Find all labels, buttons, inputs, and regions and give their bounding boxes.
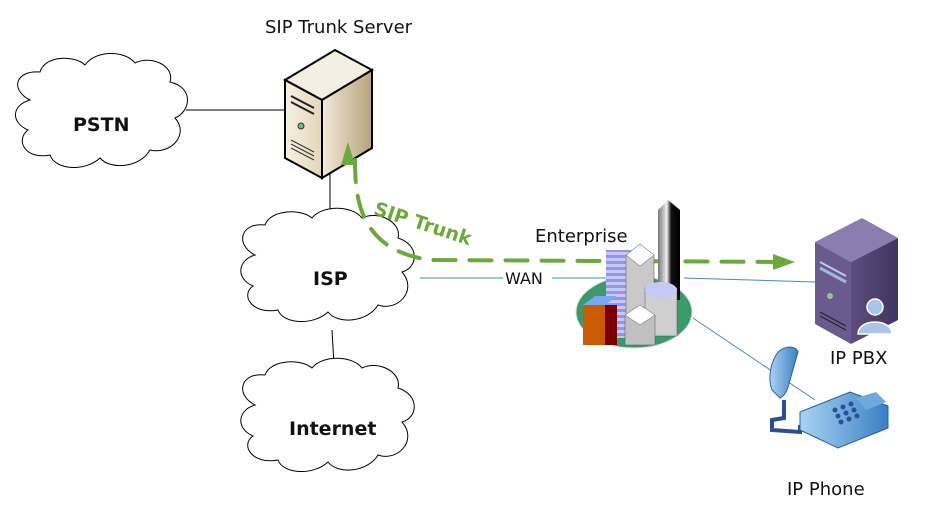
sip-trunk-server-icon — [282, 48, 375, 180]
arrowhead-right-icon — [773, 254, 795, 270]
sip-trunk-path — [353, 158, 792, 264]
user-icon — [857, 298, 893, 335]
ip-pbx-server-icon — [815, 218, 898, 344]
sip-trunk-server-label: SIP Trunk Server — [265, 17, 413, 38]
ip-phone-icon — [769, 346, 889, 449]
internet-cloud-icon — [240, 357, 415, 473]
ip-pbx-label: IP PBX — [830, 348, 888, 369]
pstn-label: PSTN — [73, 114, 130, 136]
isp-label: ISP — [313, 268, 348, 290]
enterprise-label: Enterprise — [535, 226, 628, 247]
link-enterprise-pbx — [683, 277, 816, 283]
isp-cloud-icon — [240, 207, 415, 323]
arrowhead-up-icon — [341, 142, 355, 165]
enterprise-buildings-icon — [575, 200, 693, 349]
pstn-cloud-icon — [15, 53, 188, 168]
wan-label: WAN — [505, 269, 543, 288]
link-enterprise-phone — [692, 317, 816, 401]
ip-phone-label: IP Phone — [787, 479, 865, 500]
internet-label: Internet — [289, 418, 377, 440]
